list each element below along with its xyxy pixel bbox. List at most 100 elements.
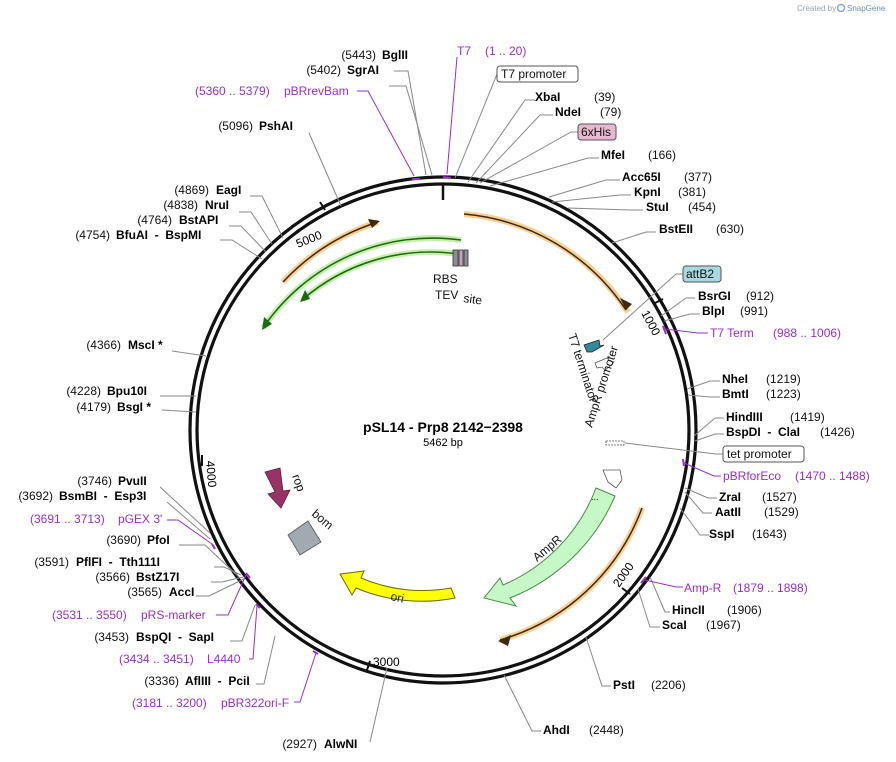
his-tag-label: 6xHis — [581, 125, 611, 139]
site-name-eagi: EagI — [216, 183, 241, 197]
site-name-bsteii: BstEII — [659, 222, 693, 236]
site-pos-msci: (4366) — [86, 338, 121, 352]
site-name-bsgi: BsgI * — [117, 400, 151, 414]
site-pos-alwni: (2927) — [282, 737, 317, 751]
primer-name-amp-r: Amp-R — [684, 581, 722, 595]
site-name-bspqi: BspQI - SapI — [136, 630, 214, 644]
site-pos-bfuai: (4754) — [75, 228, 110, 242]
site-pos-afliii: (3336) — [144, 674, 179, 688]
orf-arc-lower — [499, 507, 643, 641]
site-pos-bpu10i: (4228) — [66, 384, 101, 398]
ampr-dots: ... — [591, 492, 599, 502]
site-name-msci: MscI * — [128, 338, 163, 352]
site-pos-mfei: (166) — [648, 148, 676, 162]
snapgene-logo-icon — [836, 3, 846, 13]
site-name-zrai: ZraI — [719, 490, 741, 504]
site-name-alwni: AlwNI — [324, 737, 357, 751]
t7-promoter-box — [496, 65, 579, 83]
site-pos-ahdi: (2448) — [589, 723, 624, 737]
credit-prefix: Created by — [797, 4, 836, 13]
site-name-bmti: BmtI — [722, 387, 749, 401]
site-pos-sgrai: (5402) — [306, 63, 341, 77]
attb2-label: attB2 — [686, 267, 714, 281]
site-name-mfei: MfeI — [601, 148, 625, 162]
green-arc-outer-head — [262, 317, 272, 330]
site-pos-psti: (2206) — [651, 678, 686, 692]
primer-range-prs-marker: (3531 .. 3550) — [52, 608, 127, 622]
site-name-pfoi: PfoI — [147, 533, 170, 547]
site-pos-hincii: (1906) — [727, 603, 762, 617]
orf-arc-upper-head — [620, 298, 632, 310]
green-arc-inner-head — [300, 290, 310, 302]
rop-feature — [264, 467, 291, 509]
primer-name-pgex: pGEX 3' — [118, 512, 162, 526]
site-pos-zrai: (1527) — [762, 490, 797, 504]
site-pos-xbai: (39) — [594, 90, 615, 104]
site-name-hincii: HincII — [672, 603, 705, 617]
t7-terminator-feature — [583, 339, 605, 353]
site-pos-ndei: (79) — [600, 105, 621, 119]
primer-name-pbr322ori: pBR322ori-F — [221, 696, 289, 710]
site-pos-sspi: (1643) — [752, 527, 787, 541]
tick-3000: 3000 — [373, 655, 400, 669]
t7-promoter-label: T7 promoter — [501, 67, 566, 81]
bom-feature — [287, 520, 322, 556]
rbs-feature — [452, 249, 459, 267]
site-name-afliii: AflIII - PciI — [185, 674, 250, 688]
plasmid-length: 5462 bp — [423, 437, 463, 449]
site-name-nrui: NruI — [205, 198, 229, 212]
tet-promoter-feature — [605, 440, 625, 446]
site-pos-nhei: (1219) — [766, 372, 801, 386]
site-name-blpi: BlpI — [702, 304, 725, 318]
attb2-box — [682, 265, 722, 283]
site-name-pflfi: PflFI - Tth111I — [76, 555, 160, 569]
site-name-bfuai: BfuAI - BspMI — [116, 228, 201, 242]
orf-arc-left-head — [368, 219, 380, 228]
site-pos-eagi: (4869) — [174, 183, 209, 197]
site-name-acci: AccI — [169, 585, 194, 599]
primer-name-l4440: L4440 — [207, 652, 241, 666]
site-pos-bglii: (5443) — [341, 48, 376, 62]
site-pos-acc65i: (377) — [684, 170, 712, 184]
tev-feature — [458, 249, 464, 267]
primer-leaders — [167, 56, 721, 703]
site-name-psti: PstI — [613, 678, 635, 692]
site-pos-acci: (3565) — [127, 585, 162, 599]
site-pos-pshai: (5096) — [218, 119, 253, 133]
site-pos-scai: (1967) — [706, 618, 741, 632]
site-name-pvuii: PvuII — [118, 474, 147, 488]
primer-range-t7: (1 .. 20) — [485, 44, 526, 58]
tick-4000: 4000 — [203, 460, 219, 488]
primer-range-pbr322ori: (3181 .. 3200) — [132, 696, 207, 710]
site-name-bstz17i: BstZ17I — [136, 570, 179, 584]
ori-label: ori — [389, 589, 405, 605]
lac-operator-marker-icon — [594, 357, 615, 371]
site-pos-blpi: (991) — [740, 304, 768, 318]
site-name-bsrgi: BsrGI — [698, 289, 731, 303]
site-pos-bsgi: (4179) — [76, 400, 111, 414]
bom-label: bom — [309, 507, 336, 533]
site-pos-kpni: (381) — [678, 185, 706, 199]
site-name-bsmbi: BsmBI - Esp3I — [59, 489, 146, 503]
site-pos-bsmbi: (3692) — [18, 489, 53, 503]
primer-name-pbrrevbam: pBRrevBam — [284, 84, 349, 98]
site-pos-hindiii: (1419) — [790, 410, 825, 424]
primer-range-pbrrevbam: (5360 .. 5379) — [195, 84, 270, 98]
site-pos-bsteii: (630) — [716, 222, 744, 236]
tev-label: TEV — [435, 288, 458, 302]
primer-name-prs-marker: pRS-marker — [141, 608, 206, 622]
primer-name-t7-term: T7 Term — [710, 326, 754, 340]
site-pos-bspdi: (1426) — [820, 425, 855, 439]
site-name-nhei: NheI — [722, 372, 748, 386]
primer-marks — [211, 176, 685, 655]
primer-range-amp-r: (1879 .. 1898) — [733, 581, 808, 595]
ori-feature — [339, 570, 456, 602]
box-leaders — [454, 73, 723, 455]
site-name-acc65i: Acc65I — [622, 170, 661, 184]
site-pos-aatii: (1529) — [764, 505, 799, 519]
primer-name-t7: T7 — [457, 44, 471, 58]
orf-arc-lower-head — [498, 635, 511, 646]
site-name-stui: StuI — [646, 200, 669, 214]
orf-arc-upper-glow — [463, 211, 631, 314]
scale-ticks — [201, 184, 664, 671]
